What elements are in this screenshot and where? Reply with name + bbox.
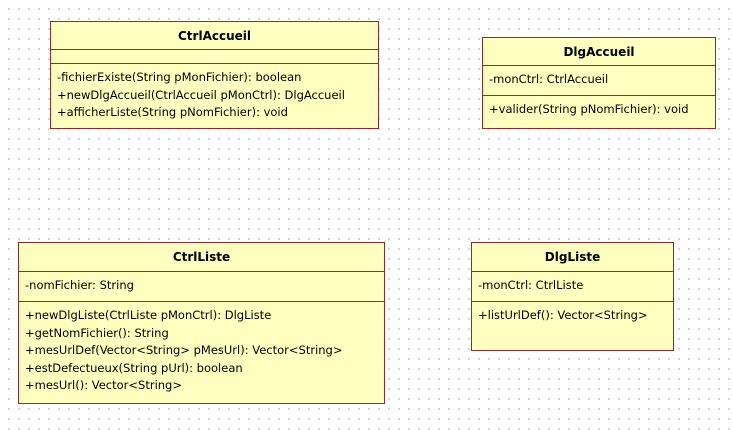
operations-compartment: +valider(String pNomFichier): void [483, 96, 715, 124]
operations-compartment: -fichierExiste(String pMonFichier): bool… [51, 64, 378, 127]
class-name: DlgListe [472, 243, 673, 272]
operation: +getNomFichier(): String [25, 325, 169, 340]
class-name: CtrlAccueil [51, 22, 378, 50]
class-dlg-accueil[interactable]: DlgAccueil -monCtrl: CtrlAccueil +valide… [482, 37, 716, 129]
operations-compartment: +newDlgListe(CtrlListe pMonCtrl): DlgLis… [19, 302, 384, 400]
class-ctrl-liste[interactable]: CtrlListe -nomFichier: String +newDlgLis… [18, 242, 385, 404]
operation: +newDlgAccueil(CtrlAccueil pMonCtrl): Dl… [57, 87, 345, 102]
class-name: DlgAccueil [483, 38, 715, 66]
attribute: -monCtrl: CtrlListe [478, 278, 584, 292]
class-dlg-liste[interactable]: DlgListe -monCtrl: CtrlListe +listUrlDef… [471, 242, 674, 351]
operation: -fichierExiste(String pMonFichier): bool… [57, 70, 302, 84]
attribute: -nomFichier: String [25, 278, 134, 292]
class-name: CtrlListe [19, 243, 384, 272]
operation: +newDlgListe(CtrlListe pMonCtrl): DlgLis… [25, 308, 272, 322]
operation: +estDefectueux(String pUrl): boolean [25, 360, 243, 375]
attribute: -monCtrl: CtrlAccueil [489, 72, 609, 86]
operation: +afficherListe(String pNomFichier): void [57, 105, 288, 119]
attributes-compartment [51, 50, 378, 64]
operations-compartment: +listUrlDef(): Vector<String> [472, 302, 673, 330]
class-ctrl-accueil[interactable]: CtrlAccueil -fichierExiste(String pMonFi… [50, 21, 379, 129]
attributes-compartment: -monCtrl: CtrlAccueil [483, 66, 715, 96]
operation: +valider(String pNomFichier): void [489, 102, 689, 116]
operation: +mesUrl(): Vector<String> [25, 378, 182, 392]
attributes-compartment: -nomFichier: String [19, 272, 384, 302]
operation: +listUrlDef(): Vector<String> [478, 308, 648, 322]
operation: +mesUrlDef(Vector<String> pMesUrl): Vect… [25, 343, 343, 357]
attributes-compartment: -monCtrl: CtrlListe [472, 272, 673, 302]
